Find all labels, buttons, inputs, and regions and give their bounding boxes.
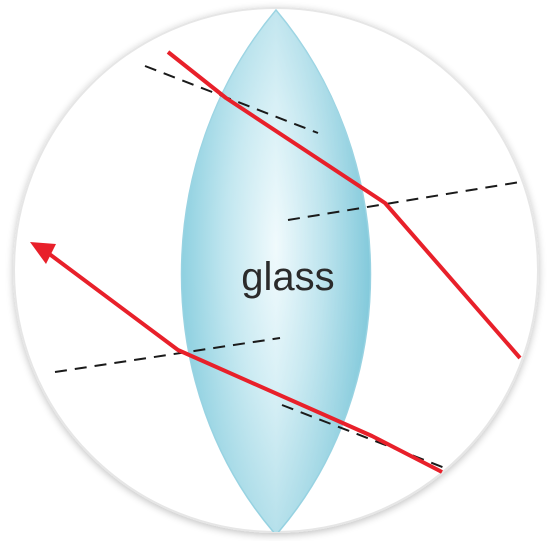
- upper-entry-normal: [144, 65, 319, 134]
- lens-label: glass: [241, 255, 334, 299]
- diagram-content: [30, 8, 522, 532]
- ray-direction-arrow-icon: [30, 242, 56, 264]
- lower-refracted-ray: [42, 248, 443, 474]
- lens-highlight: [181, 10, 371, 532]
- upper-refracted-ray: [166, 50, 522, 360]
- lower-entry-normal: [54, 337, 281, 373]
